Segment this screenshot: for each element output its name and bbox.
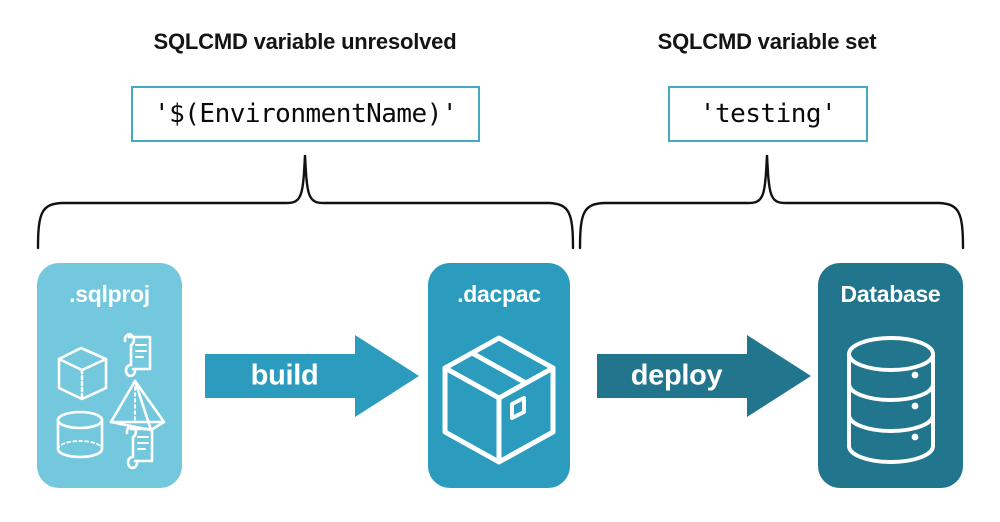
- dacpac-artwork: [428, 317, 570, 482]
- scroll-icon: [123, 332, 152, 377]
- cylinder-icon: [56, 410, 104, 458]
- stage-label-sqlproj: .sqlproj: [69, 281, 150, 307]
- stage-box-database[interactable]: Database: [818, 263, 963, 488]
- stage-label-database: Database: [840, 281, 941, 307]
- arrow-build-label: build: [250, 359, 319, 392]
- stage-box-dacpac[interactable]: .dacpac: [428, 263, 570, 488]
- database-cylinder-icon: [846, 335, 935, 464]
- annotation-value-right: 'testing': [699, 99, 837, 129]
- pyramid-icon: [109, 379, 166, 431]
- arrow-deploy-label: deploy: [630, 359, 723, 392]
- sqlproj-artwork: [37, 317, 182, 482]
- brace-right-icon: [578, 154, 965, 250]
- stage-label-dacpac: .dacpac: [457, 281, 541, 307]
- arrow-build: build: [205, 333, 420, 419]
- scroll-icon: [125, 424, 154, 469]
- annotation-value-left: '$(EnvironmentName)': [153, 99, 458, 129]
- arrow-build-shape: [205, 335, 419, 417]
- package-box-icon: [442, 335, 556, 464]
- arrow-deploy: deploy: [597, 333, 812, 419]
- stage-box-sqlproj[interactable]: .sqlproj: [37, 263, 182, 488]
- arrow-deploy-shape: [597, 335, 811, 417]
- cube-icon: [57, 346, 108, 400]
- annotation-heading-left: SQLCMD variable unresolved: [153, 29, 457, 54]
- brace-left-icon: [36, 154, 575, 250]
- annotation-value-box-left: '$(EnvironmentName)': [131, 86, 480, 142]
- annotation-value-box-right: 'testing': [668, 86, 868, 142]
- database-artwork: [818, 317, 963, 482]
- annotation-heading-right: SQLCMD variable set: [657, 29, 877, 54]
